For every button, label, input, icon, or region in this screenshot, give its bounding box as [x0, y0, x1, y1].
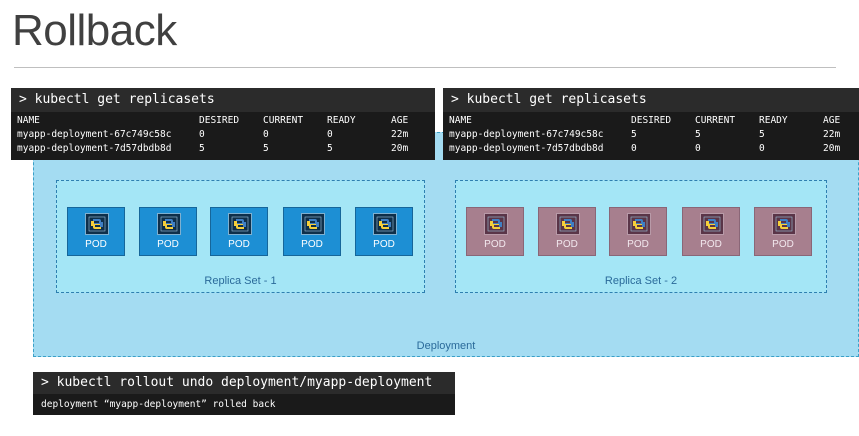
- pod-label: POD: [157, 239, 179, 250]
- terminal-rollback: > kubectl rollout undo deployment/myapp-…: [33, 372, 455, 415]
- column-header: NAME: [449, 115, 472, 126]
- replica-set-2-label: Replica Set - 2: [604, 275, 678, 287]
- column-header: READY: [759, 115, 788, 126]
- python-logo-icon: [700, 213, 724, 235]
- column-header: NAME: [17, 115, 40, 126]
- pod: POD: [538, 207, 596, 256]
- table-row: myapp-deployment-67c749c58c 0 0 0 22m: [11, 128, 435, 142]
- rollback-command: > kubectl rollout undo deployment/myapp-…: [33, 372, 455, 394]
- table-header-row: NAME DESIRED CURRENT READY AGE: [443, 114, 859, 128]
- table-header-row: NAME DESIRED CURRENT READY AGE: [11, 114, 435, 128]
- pod-label: POD: [228, 239, 250, 250]
- terminal-left: > kubectl get replicasets NAME DESIRED CUR…: [11, 88, 435, 160]
- pod: POD: [355, 207, 413, 256]
- pod-label: POD: [627, 239, 649, 250]
- table-row: myapp-deployment-67c749c58c 5 5 5 22m: [443, 128, 859, 142]
- python-logo-icon: [627, 213, 651, 235]
- replica-set-1-label: Replica Set - 1: [204, 275, 277, 287]
- table-cell: myapp-deployment-7d57dbdb8d: [17, 143, 172, 154]
- terminal-left-output: NAME DESIRED CURRENT READY AGE myapp-deployme…: [11, 114, 435, 156]
- table-cell: 20m: [391, 143, 409, 154]
- python-logo-icon: [772, 213, 796, 235]
- rollback-output: deployment “myapp-deployment” rolled bac…: [41, 399, 276, 410]
- title-divider: [14, 67, 836, 68]
- table-cell: 20m: [823, 143, 841, 154]
- terminal-right: > kubectl get replicasets NAME DESIRED CUR…: [443, 88, 859, 160]
- terminal-left-command: > kubectl get replicasets: [11, 88, 435, 112]
- table-cell: 5: [695, 129, 701, 140]
- table-cell: myapp-deployment-67c749c58c: [17, 129, 172, 140]
- replicasets-table-left: NAME DESIRED CURRENT READY AGE myapp-deployme…: [11, 114, 435, 156]
- replica-set-2: POD POD POD POD POD Replica Set - 2: [455, 180, 827, 293]
- pod-label: POD: [301, 239, 323, 250]
- table-cell: 0: [631, 143, 637, 154]
- table-cell: 22m: [391, 129, 409, 140]
- table-cell: 22m: [823, 129, 841, 140]
- pod: POD: [466, 207, 524, 256]
- pod-label: POD: [772, 239, 794, 250]
- column-header: CURRENT: [263, 115, 304, 126]
- table-cell: 5: [759, 129, 765, 140]
- pod: POD: [283, 207, 341, 256]
- column-header: AGE: [391, 115, 409, 126]
- column-header: CURRENT: [695, 115, 736, 126]
- python-logo-icon: [484, 213, 508, 235]
- table-cell: myapp-deployment-67c749c58c: [449, 129, 604, 140]
- table-cell: 0: [695, 143, 701, 154]
- table-cell: myapp-deployment-7d57dbdb8d: [449, 143, 604, 154]
- table-row: myapp-deployment-7d57dbdb8d 5 5 5 20m: [11, 142, 435, 156]
- column-header: DESIRED: [631, 115, 672, 126]
- table-cell: 0: [327, 129, 333, 140]
- pod: POD: [754, 207, 812, 256]
- terminal-right-command: > kubectl get replicasets: [443, 88, 859, 112]
- table-cell: 0: [199, 129, 205, 140]
- table-cell: 5: [327, 143, 333, 154]
- table-cell: 5: [631, 129, 637, 140]
- terminal-right-output: NAME DESIRED CURRENT READY AGE myapp-deployme…: [443, 114, 859, 156]
- table-cell: 5: [199, 143, 205, 154]
- python-logo-icon: [157, 213, 181, 235]
- pod: POD: [210, 207, 268, 256]
- column-header: AGE: [823, 115, 841, 126]
- python-logo-icon: [85, 213, 109, 235]
- table-cell: 0: [263, 129, 269, 140]
- pod-label: POD: [556, 239, 578, 250]
- column-header: DESIRED: [199, 115, 240, 126]
- pod-label: POD: [373, 239, 395, 250]
- pod-label: POD: [700, 239, 722, 250]
- pod-label: POD: [85, 239, 107, 250]
- pod-label: POD: [484, 239, 506, 250]
- replicasets-table-right: NAME DESIRED CURRENT READY AGE myapp-deployme…: [443, 114, 859, 156]
- python-logo-icon: [373, 213, 397, 235]
- pod: POD: [682, 207, 740, 256]
- slide-title: Rollback: [12, 6, 177, 55]
- column-header: READY: [327, 115, 356, 126]
- pod: POD: [67, 207, 125, 256]
- python-logo-icon: [556, 213, 580, 235]
- table-cell: 0: [759, 143, 765, 154]
- replica-set-1: POD POD POD POD POD Replica Set - 1: [56, 180, 425, 293]
- python-logo-icon: [228, 213, 252, 235]
- table-row: myapp-deployment-7d57dbdb8d 0 0 0 20m: [443, 142, 859, 156]
- pod: POD: [609, 207, 667, 256]
- table-cell: 5: [263, 143, 269, 154]
- python-logo-icon: [301, 213, 325, 235]
- deployment-label: Deployment: [416, 340, 476, 352]
- pod: POD: [139, 207, 197, 256]
